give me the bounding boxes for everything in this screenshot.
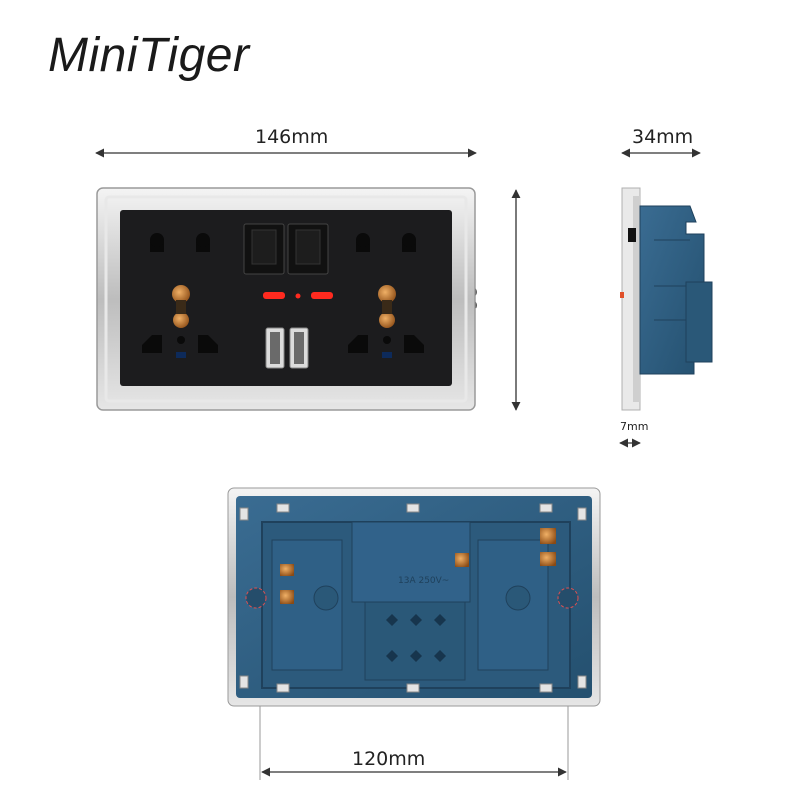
switch-left (243, 223, 285, 275)
terminal-right-top (540, 528, 556, 544)
switch-right (287, 223, 329, 275)
back-view-socket: 13A 250V~ (227, 487, 601, 707)
left-universal-socket (142, 233, 218, 358)
right-universal-socket (348, 233, 424, 358)
terminal-center (455, 553, 469, 567)
dim-front-width-label: 146mm (255, 126, 329, 148)
back-rating-text: 13A 250V~ (398, 576, 449, 586)
terminal-right-bottom (540, 552, 556, 566)
terminal-left-top (280, 564, 294, 576)
front-view-socket (96, 187, 476, 411)
terminal-left-bottom (280, 590, 294, 604)
indicator-right (311, 292, 333, 299)
dim-side-small-label: 7mm (620, 420, 649, 433)
side-view-socket (620, 187, 713, 411)
dim-back-width-label: 120mm (352, 748, 426, 770)
usb-ports (265, 327, 309, 369)
indicator-left (263, 292, 285, 299)
dim-side-depth-label: 34mm (632, 126, 694, 148)
brand-logo: MiniTiger (48, 29, 250, 82)
